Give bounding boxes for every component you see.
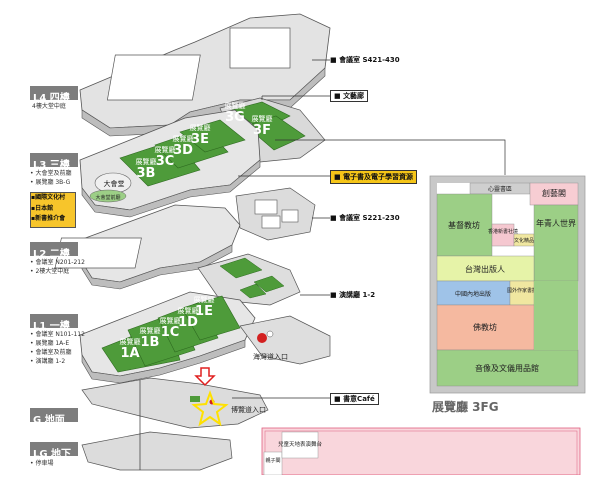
hall-1C: 1C (161, 325, 180, 340)
svg-text:展覽廳: 展覽廳 (140, 326, 161, 335)
label-harbour-entrance: 海灣道入口 (253, 352, 288, 361)
floor-plate-lg (81, 431, 233, 471)
kids-side-label: 親子閣 (265, 457, 280, 464)
floor-plate-l1 (79, 291, 256, 384)
svg-text:展覽廳: 展覽廳 (225, 101, 246, 110)
hall-3E: 3E (191, 132, 209, 147)
room-taiwan: 台灣出版人 (465, 264, 505, 274)
hall-3B: 3B (137, 166, 156, 181)
hall-labels: 展覽廳 3G 展覽廳 3F 展覽廳 3E 展覽廳 3D 展覽廳 3C 展覽廳 3… (120, 101, 273, 361)
room-culture: 文化精品 (514, 237, 534, 244)
kids-label: 兒童天地表演舞台 (278, 440, 323, 448)
label-grand-hall-front: 大會堂前廳 (95, 194, 120, 201)
you-are-here-star-icon (191, 390, 229, 427)
svg-text:展覽廳: 展覽廳 (160, 316, 181, 325)
floor-label-lg: LG 地下 (30, 442, 78, 460)
svg-text:展覽廳: 展覽廳 (120, 337, 141, 346)
floor-items-l1: • 會議室 N101-112 • 展覽廳 1A-E • 會議室及前廳 • 演講廳… (30, 331, 85, 365)
yellow-tag-box: ▪國際文化村 ▪日本館 ▪新書推介會 (30, 192, 76, 228)
room-music: 音像及文儀用品館 (475, 363, 539, 373)
floor-label-l1: L1 一樓 (30, 314, 78, 332)
room-overseas: 國外作家書攤 (507, 287, 537, 294)
floor-label-l2: L2 二樓 (30, 242, 78, 260)
label-grand-hall: 大會堂 (104, 179, 125, 188)
floor-items-l3: • 大會堂及前廳 • 展覽廳 3B-G (30, 170, 72, 186)
tag-international: 國際文化村 (35, 194, 66, 201)
callout-arts: ■ 文藝廊 (330, 90, 369, 102)
svg-text:展覽廳: 展覽廳 (190, 123, 211, 132)
hall-3D: 3D (173, 143, 193, 158)
hall-1B: 1B (141, 335, 160, 350)
down-arrow-icon (194, 367, 216, 387)
hall-3G: 3G (225, 110, 245, 125)
hall-3C: 3C (156, 154, 175, 169)
hall-3fg-plan: 心靈書區 創藝閣 基督教坊 香港新書社境 文化精品 年青人世界 台灣出版人 中國… (429, 175, 586, 394)
callout-ebooks: ■ 電子書及電子學習資源 (330, 170, 418, 184)
floor-plate-g (81, 377, 269, 429)
floor-items-lg: • 停車場 (30, 460, 54, 467)
floor-items-l2: • 會議室 N201-212 • 2樓大堂中庭 (30, 259, 85, 275)
tag-japan: 日本館 (35, 204, 54, 212)
floor-plate-l3 (79, 109, 261, 218)
callout-s421: ■ 會議室 S421-430 (330, 56, 400, 64)
floor-plate-l1-east (239, 315, 331, 365)
room-buddhist: 佛教坊 (473, 322, 497, 332)
svg-text:展覽廳: 展覽廳 (252, 114, 273, 123)
tag-new-books: 新書推介會 (35, 215, 66, 222)
room-china: 中國內地出版 (455, 290, 491, 298)
room-heart: 心靈書區 (488, 185, 512, 193)
callout-s221: ■ 會議室 S221-230 (330, 214, 400, 222)
callout-cafe: ■ 書意Café (330, 393, 379, 405)
connector-lines (139, 59, 506, 470)
floor-items-l4: 4樓大堂中庭 (32, 103, 66, 110)
hall-1D: 1D (178, 315, 198, 330)
room-creative: 創藝閣 (542, 188, 566, 198)
svg-text:展覽廳: 展覽廳 (136, 157, 157, 166)
svg-text:展覽廳: 展覽廳 (173, 134, 194, 143)
svg-text:展覽廳: 展覽廳 (155, 145, 176, 154)
room-youth: 年青人世界 (536, 218, 576, 228)
hall-1A: 1A (120, 346, 139, 361)
kids-zone-plan: 親子閣 兒童天地表演舞台 (261, 427, 581, 476)
floor-label-l3: L3 三樓 (30, 153, 78, 171)
svg-text:展覽廳: 展覽廳 (194, 295, 215, 304)
hall-3fg-title: 展覽廳 3FG (432, 400, 499, 414)
room-religion: 基督教坊 (448, 220, 480, 230)
room-hk-religion: 香港新書社境 (488, 228, 518, 235)
floor-plate-l3-east (235, 187, 316, 241)
floor-label-l4: L4 四樓 (30, 86, 78, 104)
floor-label-g: G 地面 (30, 408, 78, 426)
hall-1E: 1E (195, 304, 213, 319)
label-expo-entrance: 博覽道入口 (231, 405, 266, 414)
hall-3F: 3F (253, 123, 271, 138)
svg-text:展覽廳: 展覽廳 (178, 306, 199, 315)
callout-lecture: ■ 演講廳 1-2 (330, 291, 376, 299)
floor-plate-l4 (79, 13, 331, 137)
